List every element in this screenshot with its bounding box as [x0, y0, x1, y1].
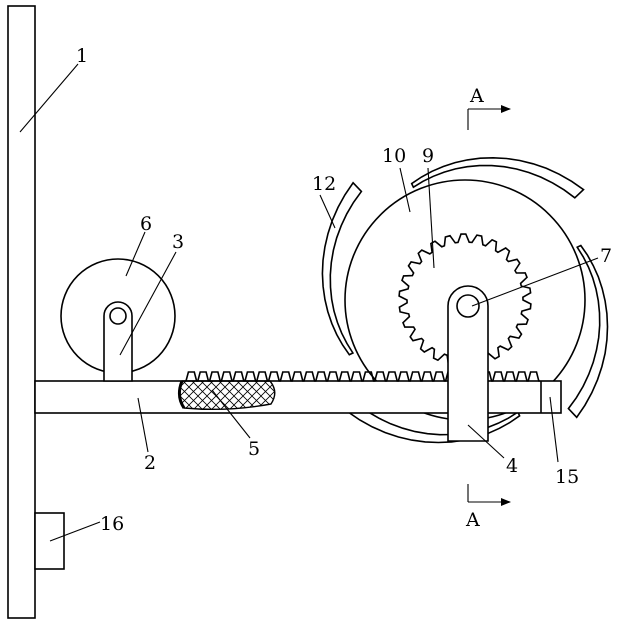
block-16	[35, 513, 64, 569]
section-marker-top	[468, 105, 511, 130]
label-5: 5	[248, 438, 260, 460]
section-marker-bottom	[468, 484, 511, 506]
wall-plate	[8, 6, 35, 618]
hatched-section	[179, 381, 274, 409]
label-1: 1	[76, 45, 88, 67]
label-12: 12	[312, 173, 336, 195]
label-16: 16	[100, 513, 124, 535]
label-10: 10	[382, 145, 406, 167]
label-6: 6	[140, 213, 152, 235]
label-3: 3	[172, 231, 184, 253]
label-4: 4	[506, 455, 518, 477]
shaft	[457, 295, 479, 317]
label-15: 15	[555, 466, 579, 488]
label-9: 9	[422, 145, 434, 167]
label-7: 7	[600, 245, 612, 267]
section-label-bottom: A	[465, 509, 480, 531]
wheel-axle	[110, 308, 126, 324]
label-2: 2	[144, 452, 156, 474]
section-label-top: A	[469, 85, 484, 107]
